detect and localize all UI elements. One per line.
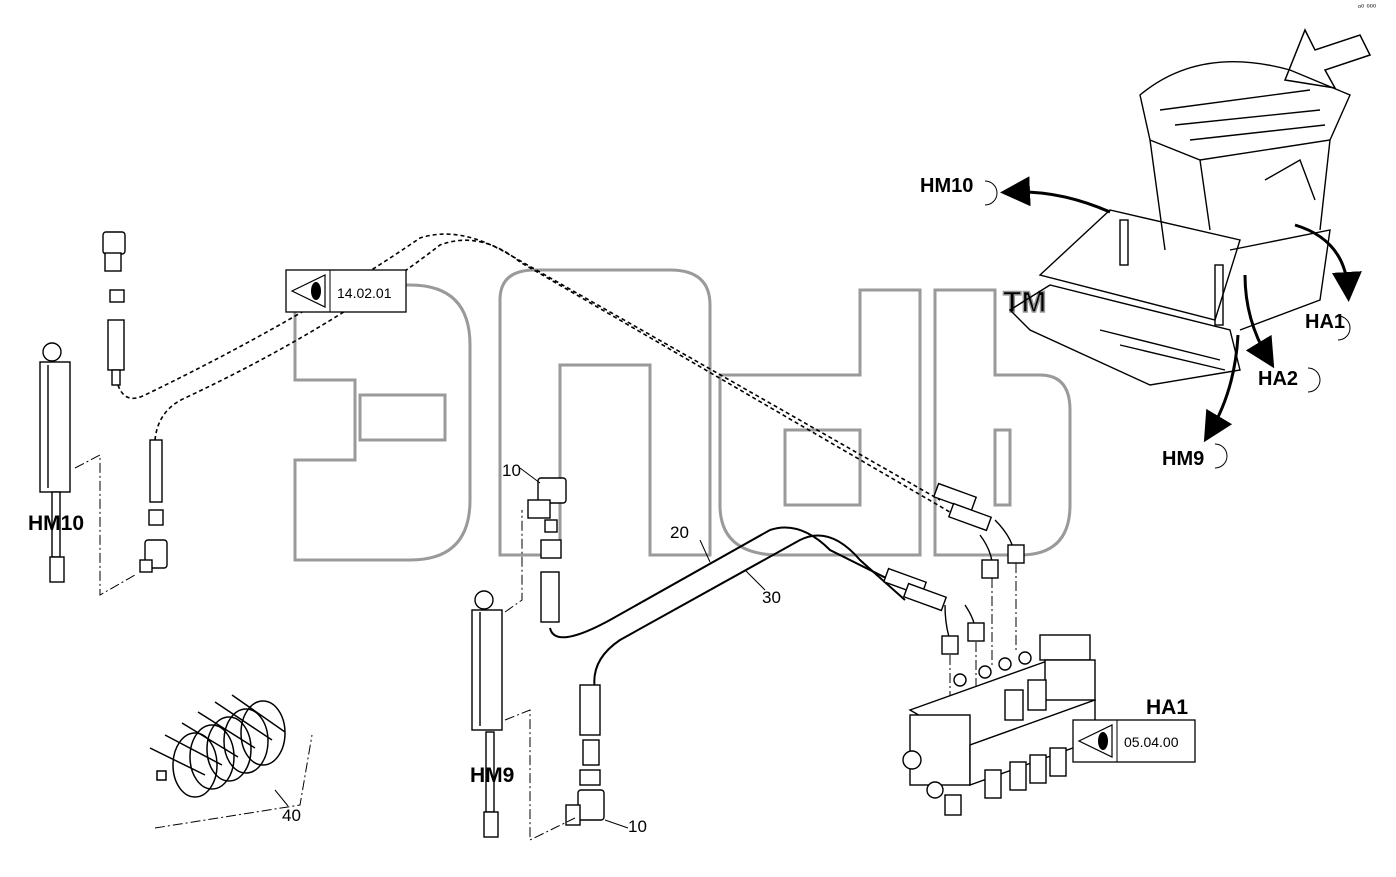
- hm10-cylinder: [39, 342, 71, 583]
- cable-ties: [149, 694, 286, 798]
- watermark-logo: [293, 268, 1072, 562]
- hm9-cylinder: [471, 590, 503, 838]
- ref-box-top: [285, 269, 407, 313]
- part-40: 40: [282, 806, 301, 825]
- label-hm10-cylinder: HM10: [28, 512, 84, 535]
- part-10-bottom: 10: [628, 817, 647, 836]
- label-ha1-valve: HA1: [1146, 696, 1188, 719]
- view-arrow: [1283, 28, 1372, 89]
- solid-hoses: [549, 526, 906, 691]
- part-30: 30: [762, 588, 781, 607]
- part-20: 20: [670, 523, 689, 542]
- label-ha2-machine: HA2: [1258, 368, 1298, 390]
- right-hose-ends: [882, 482, 1025, 655]
- label-hm9-machine: HM9: [1162, 448, 1204, 470]
- label-hm9-cylinder: HM9: [470, 764, 514, 787]
- label-hm10-machine: HM10: [920, 175, 973, 197]
- ref-label-valve: 05.04.00: [1124, 734, 1179, 750]
- ref-box-valve: [1072, 719, 1196, 763]
- label-ha1-machine: HA1: [1305, 311, 1345, 333]
- machine-callout-arrows: [1000, 176, 1362, 443]
- ref-label-top: 14.02.01: [337, 285, 392, 301]
- part-10-top: 10: [502, 461, 521, 480]
- corner-mark: ᵒ⁰ ⁰⁰⁰: [1358, 3, 1376, 12]
- paver-machine: [1008, 61, 1351, 386]
- left-fittings: [102, 231, 168, 573]
- valve-block-ha1: [902, 634, 1096, 816]
- middle-fittings: [527, 477, 605, 826]
